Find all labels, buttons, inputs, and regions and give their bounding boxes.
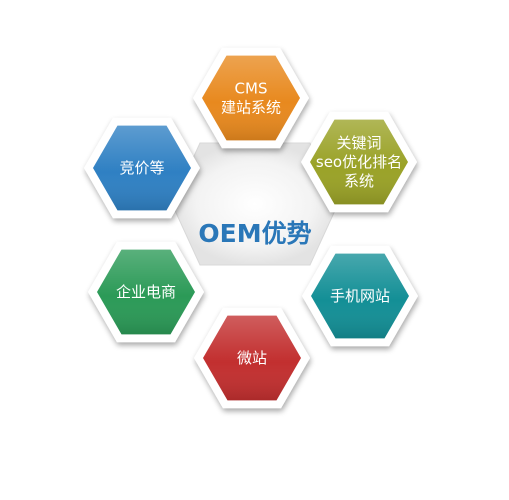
hex-label-cms-line-1: 建站系统 bbox=[221, 99, 281, 117]
hex-label-keyword-line-1: seo优化排名 bbox=[316, 153, 402, 171]
hex-node-weizhan: 微站 bbox=[194, 307, 310, 409]
hex-label-cms-line-0: CMS bbox=[235, 80, 268, 98]
hex-label-mobile-line-0: 手机网站 bbox=[330, 287, 390, 305]
hex-label-keyword-line-2: 系统 bbox=[344, 172, 374, 190]
hex-shine bbox=[97, 249, 195, 335]
hex-label-ecommerce-line-0: 企业电商 bbox=[116, 283, 176, 301]
center-title: OEM优势 bbox=[198, 219, 311, 248]
hex-node-mobile: 手机网站 bbox=[302, 245, 418, 347]
hex-label-weizhan-line-0: 微站 bbox=[237, 349, 267, 367]
hex-node-ecommerce: 企业电商 bbox=[88, 241, 204, 343]
hex-shine bbox=[203, 315, 301, 401]
hex-shine bbox=[311, 253, 409, 339]
hex-shine bbox=[310, 119, 408, 205]
hex-shine bbox=[93, 125, 191, 211]
hex-node-bidding: 竞价等 bbox=[84, 117, 200, 219]
hex-label-bidding-line-0: 竞价等 bbox=[119, 159, 164, 177]
hex-label-keyword-line-0: 关键词 bbox=[336, 134, 381, 152]
hex-shine bbox=[202, 55, 300, 141]
